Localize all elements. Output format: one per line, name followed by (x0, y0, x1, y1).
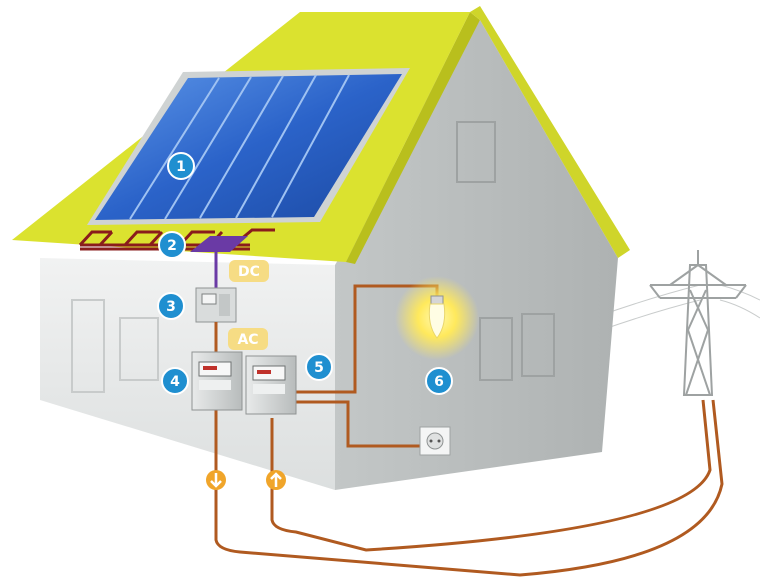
solar-panel-icon (87, 68, 410, 225)
power-socket-icon (419, 426, 451, 456)
svg-text:3: 3 (166, 299, 176, 315)
svg-text:6: 6 (434, 374, 444, 390)
arrow-down-icon (206, 470, 226, 490)
meter-icon (191, 351, 243, 411)
house-side-wall (335, 20, 618, 490)
svg-text:2: 2 (167, 238, 177, 254)
roof-edge (346, 12, 480, 264)
svg-text:5: 5 (314, 360, 324, 376)
house-front-wall (40, 258, 335, 490)
ac-label: AC (237, 332, 258, 348)
callout-2: 2 (158, 231, 186, 259)
pylon-icon (649, 250, 747, 396)
arrow-up-icon (266, 470, 286, 490)
dc-label-badge: DC (229, 260, 269, 282)
ac-label-badge: AC (228, 328, 268, 350)
callout-4: 4 (161, 367, 189, 395)
dc-label: DC (238, 264, 260, 280)
meter-icon (245, 355, 297, 415)
callout-6: 6 (425, 367, 453, 395)
light-bulb-icon (428, 295, 446, 339)
svg-text:4: 4 (170, 374, 180, 390)
callout-1: 1 (167, 152, 195, 180)
front-door (71, 299, 105, 393)
side-window-upper (456, 121, 496, 183)
combiner-box (190, 236, 248, 252)
front-window (119, 317, 159, 381)
inverter-icon (195, 287, 237, 323)
callout-5: 5 (305, 353, 333, 381)
grid-cables (214, 399, 724, 577)
roof-gable-trim (470, 6, 630, 258)
svg-text:1: 1 (176, 159, 186, 175)
side-window-right (521, 313, 555, 377)
callout-3: 3 (157, 292, 185, 320)
side-window-left (479, 317, 513, 381)
